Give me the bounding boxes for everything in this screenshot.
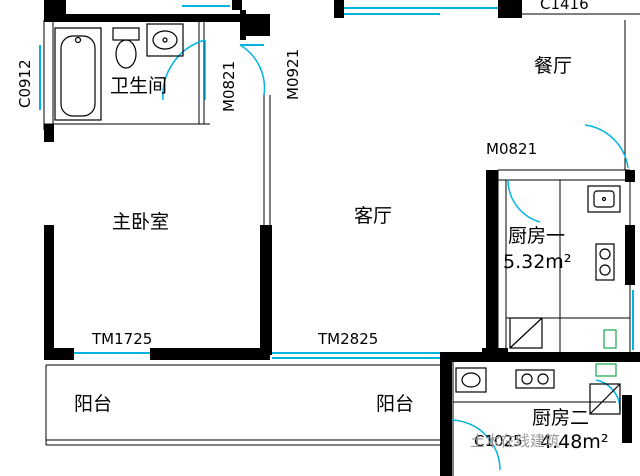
toilet-icon [112, 27, 140, 69]
thin-lines [43, 13, 640, 476]
door-tm2825-label: TM2825 [317, 330, 378, 348]
stove-icon [595, 243, 615, 281]
door-tm1725-label: TM1725 [91, 330, 152, 348]
balcony-left-label: 阳台 [74, 393, 112, 415]
kitchen-1-label: 厨房一 [508, 225, 565, 247]
bathroom-label: 卫生间 [110, 75, 167, 97]
kitchen2-sink-icon [455, 367, 487, 393]
bathtub-icon [54, 27, 102, 121]
window-c0912-label: C0912 [16, 59, 34, 108]
balcony-right-label: 阳台 [376, 393, 414, 415]
fridge-icon [509, 317, 543, 349]
door-swings [162, 39, 629, 471]
kitchen2-stove-icon [515, 369, 555, 389]
kitchen-2-area: 4.48m² [540, 431, 608, 453]
door-m0921-label: M0921 [284, 49, 302, 100]
living-room-label: 客厅 [354, 205, 392, 227]
watermark-text: 土木在线建筑 [470, 432, 560, 450]
fridge2-icon [589, 383, 621, 415]
kitchen-1-area: 5.32m² [503, 251, 571, 273]
appliance-tags [595, 329, 617, 377]
door-m0821-kitchen-label: M0821 [486, 140, 537, 158]
window-c1025-label: C1025 [474, 432, 523, 450]
openings [39, 5, 634, 359]
dining-room-label: 餐厅 [534, 55, 572, 77]
window-c1416-label: C1416 [540, 0, 589, 13]
walls [44, 0, 640, 476]
bathroom-sink-icon [146, 23, 184, 57]
master-bedroom-label: 主卧室 [112, 211, 169, 233]
kitchen-sink-icon [587, 185, 621, 213]
kitchen-2-label: 厨房二 [532, 407, 589, 429]
door-m0821-bath-label: M0821 [220, 61, 238, 112]
